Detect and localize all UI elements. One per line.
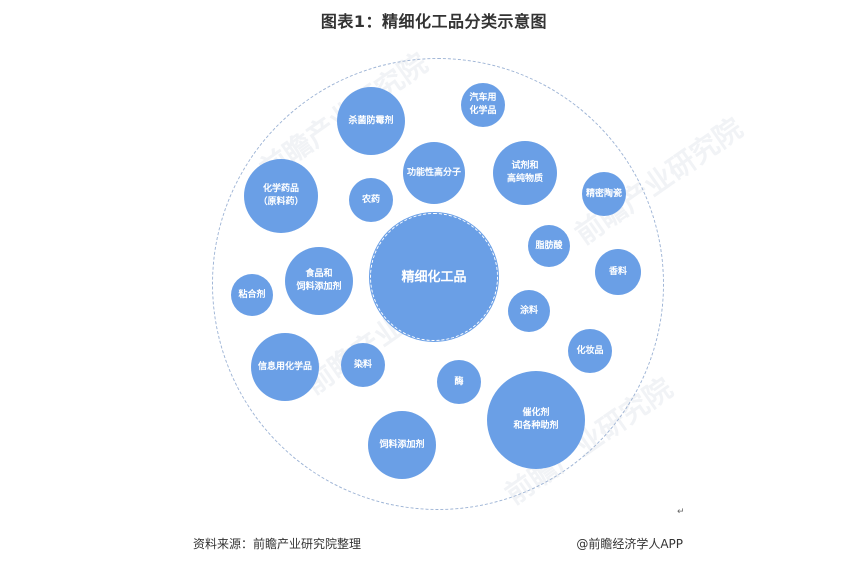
category-bubble: 信息用化学品 bbox=[251, 333, 319, 401]
bubble-label: 精细化工品 bbox=[401, 269, 467, 285]
bubble-label: 功能性高分子 bbox=[406, 167, 461, 178]
category-bubble: 精密陶瓷 bbox=[582, 172, 626, 216]
bubble-label: 饲料添加剂 bbox=[379, 439, 425, 450]
bubble-label: 香料 bbox=[608, 266, 627, 277]
return-marker: ↵ bbox=[677, 507, 685, 517]
category-bubble: 试剂和 高纯物质 bbox=[493, 141, 557, 205]
center-bubble: 精细化工品 bbox=[369, 212, 499, 342]
bubble-label: 信息用化学品 bbox=[257, 361, 312, 372]
category-bubble: 农药 bbox=[349, 178, 393, 222]
category-bubble: 汽车用 化学品 bbox=[461, 83, 505, 127]
bubble-label: 汽车用 化学品 bbox=[469, 93, 497, 116]
bubble-label: 脂肪酸 bbox=[535, 240, 563, 251]
bubble-label: 精密陶瓷 bbox=[585, 188, 622, 199]
bubble-label: 涂料 bbox=[519, 305, 538, 316]
category-bubble: 染料 bbox=[341, 343, 385, 387]
figure-title: 图表1：精细化工品分类示意图 bbox=[320, 12, 548, 31]
bubble-label: 催化剂 和各种助剂 bbox=[513, 408, 559, 431]
category-bubble: 化妆品 bbox=[568, 329, 612, 373]
category-bubble: 饲料添加剂 bbox=[368, 411, 436, 479]
bubble-label: 农药 bbox=[361, 194, 380, 205]
bubble-label: 试剂和 高纯物质 bbox=[506, 161, 543, 184]
category-bubble: 杀菌防霉剂 bbox=[337, 87, 405, 155]
bubble-label: 粘合剂 bbox=[238, 289, 266, 300]
category-bubble: 功能性高分子 bbox=[403, 142, 465, 204]
bubble-label: 化妆品 bbox=[576, 345, 604, 356]
category-bubble: 食品和 饲料添加剂 bbox=[285, 247, 353, 315]
outer-dashed-ring bbox=[212, 58, 664, 510]
credit-note: @前瞻经济学人APP bbox=[576, 537, 683, 551]
category-bubble: 酶 bbox=[437, 360, 481, 404]
category-bubble: 脂肪酸 bbox=[528, 225, 570, 267]
source-note: 资料来源：前瞻产业研究院整理 bbox=[193, 537, 362, 551]
bubble-label: 化学药品 （原料药） bbox=[258, 184, 304, 207]
category-bubble: 涂料 bbox=[508, 290, 550, 332]
bubble-label: 酶 bbox=[454, 376, 464, 387]
category-bubble: 化学药品 （原料药） bbox=[244, 159, 318, 233]
bubble-label: 食品和 饲料添加剂 bbox=[296, 269, 342, 292]
category-bubble: 催化剂 和各种助剂 bbox=[487, 371, 585, 469]
category-bubble: 粘合剂 bbox=[231, 274, 273, 316]
bubble-label: 杀菌防霉剂 bbox=[348, 115, 394, 126]
bubble-label: 染料 bbox=[353, 359, 372, 370]
category-bubble: 香料 bbox=[595, 249, 641, 295]
